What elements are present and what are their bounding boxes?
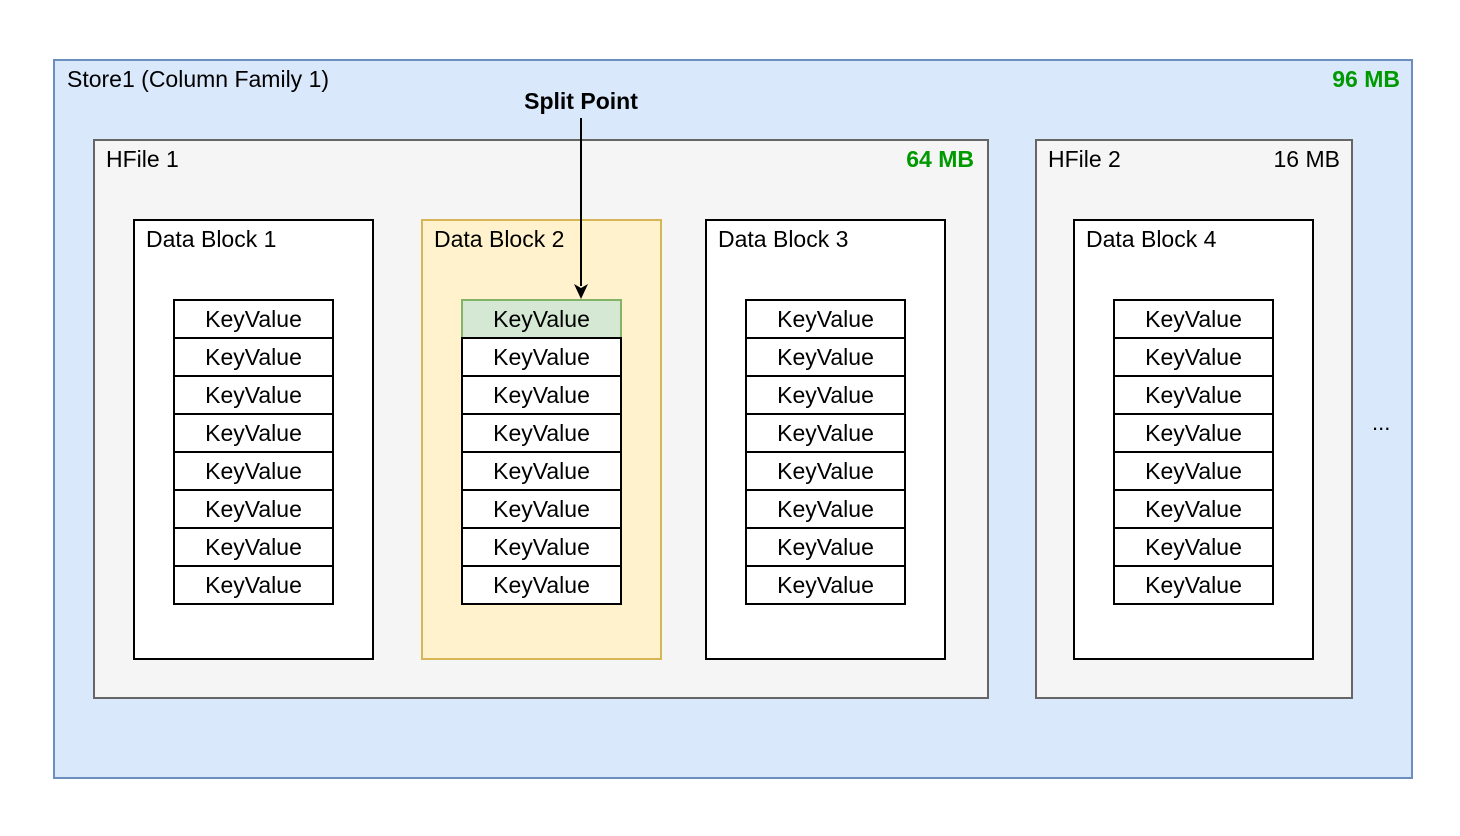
keyvalue-cell: KeyValue <box>1113 527 1274 567</box>
keyvalue-cell: KeyValue <box>745 337 906 377</box>
data-block-3-label: Data Block 3 <box>718 226 849 252</box>
store-label: Store1 (Column Family 1) <box>67 66 330 92</box>
keyvalue-cell: KeyValue <box>173 337 334 377</box>
split-arrow-head <box>574 284 588 299</box>
keyvalue-cell: KeyValue <box>173 413 334 453</box>
keyvalue-cell: KeyValue <box>461 337 622 377</box>
store-size: 96 MB <box>1332 66 1400 92</box>
keyvalue-cell: KeyValue <box>1113 451 1274 491</box>
keyvalue-cell: KeyValue <box>461 527 622 567</box>
keyvalue-cell: KeyValue <box>1113 337 1274 377</box>
keyvalue-stack-4: KeyValue KeyValue KeyValue KeyValue KeyV… <box>1113 299 1274 605</box>
keyvalue-cell: KeyValue <box>745 451 906 491</box>
hfile-1-size: 64 MB <box>906 146 974 172</box>
keyvalue-cell: KeyValue <box>173 299 334 339</box>
keyvalue-cell: KeyValue <box>173 451 334 491</box>
data-block-1-label: Data Block 1 <box>146 226 277 252</box>
data-block-4-label: Data Block 4 <box>1086 226 1217 252</box>
keyvalue-cell: KeyValue <box>1113 375 1274 415</box>
keyvalue-cell: KeyValue <box>745 489 906 529</box>
data-block-2-label: Data Block 2 <box>434 226 565 252</box>
keyvalue-cell: KeyValue <box>1113 413 1274 453</box>
hfile-2-size: 16 MB <box>1273 146 1340 172</box>
keyvalue-cell: KeyValue <box>745 413 906 453</box>
split-point-label: Split Point <box>524 88 638 114</box>
keyvalue-cell: KeyValue <box>173 565 334 605</box>
more-ellipsis: ... <box>1372 410 1391 435</box>
keyvalue-stack-1: KeyValue KeyValue KeyValue KeyValue KeyV… <box>173 299 334 605</box>
keyvalue-cell: KeyValue <box>461 451 622 491</box>
keyvalue-cell: KeyValue <box>1113 299 1274 339</box>
keyvalue-stack-3: KeyValue KeyValue KeyValue KeyValue KeyV… <box>745 299 906 605</box>
keyvalue-cell: KeyValue <box>1113 565 1274 605</box>
keyvalue-cell: KeyValue <box>745 375 906 415</box>
keyvalue-cell: KeyValue <box>745 527 906 567</box>
keyvalue-cell: KeyValue <box>745 565 906 605</box>
keyvalue-cell: KeyValue <box>461 565 622 605</box>
keyvalue-stack-2: KeyValue KeyValue KeyValue KeyValue KeyV… <box>461 299 622 605</box>
hfile-1-label: HFile 1 <box>106 146 179 172</box>
hfile-2-label: HFile 2 <box>1048 146 1121 172</box>
keyvalue-cell: KeyValue <box>1113 489 1274 529</box>
keyvalue-cell: KeyValue <box>173 527 334 567</box>
